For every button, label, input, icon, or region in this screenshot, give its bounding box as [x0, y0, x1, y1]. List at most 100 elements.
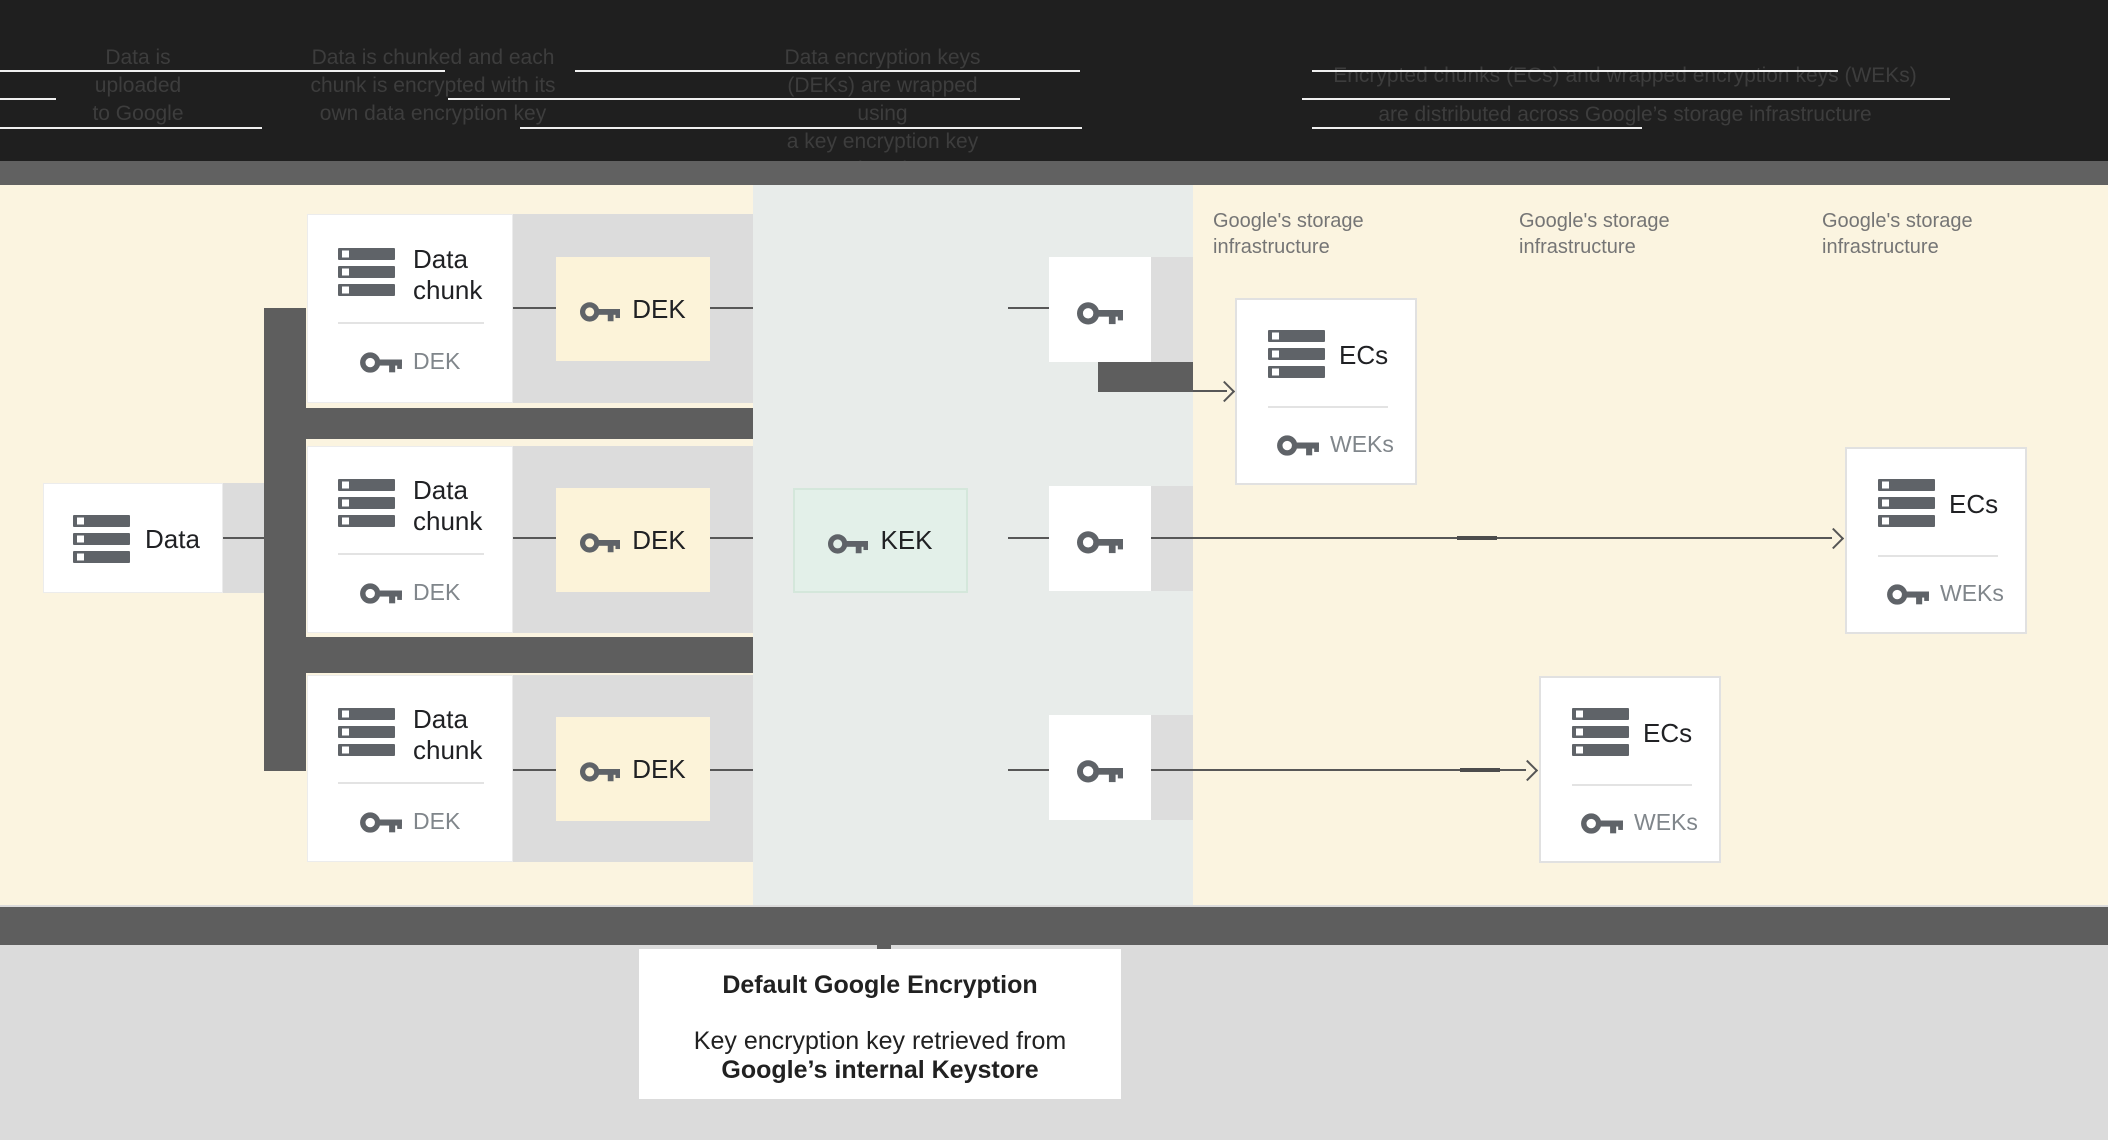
key-icon — [1077, 753, 1123, 783]
chunk-dek-label: DEK — [413, 579, 461, 605]
dek-box-label: DEK — [632, 524, 686, 555]
header-artifact-line — [0, 70, 445, 72]
ecs-weks-label: WEKs — [1330, 431, 1394, 457]
data-box: Data — [43, 483, 223, 593]
header-step-3-line: (DEKs) are wrapped using — [787, 74, 978, 125]
server-icon — [1878, 479, 1935, 527]
ecs-weks-label: WEKs — [1634, 809, 1698, 835]
data-chunk-box: Data chunk DEK — [307, 214, 513, 403]
connector-line — [513, 537, 556, 539]
header-artifact-line — [520, 127, 1082, 129]
key-wrap-strip — [1151, 715, 1193, 820]
header-step-1-line: uploaded — [94, 74, 182, 97]
key-icon — [1277, 429, 1319, 456]
ecs-box-label: ECs — [1643, 718, 1693, 748]
caption-line: Key encryption key retrieved from — [693, 1027, 1067, 1055]
data-chunk-box: Data chunk DEK — [307, 675, 513, 862]
data-chunk-label: Data chunk — [413, 244, 483, 305]
key-icon — [1581, 807, 1623, 834]
header-step-1-line: to Google — [92, 102, 184, 125]
key-wrap-offset-bar — [1098, 362, 1193, 392]
connector-line — [1008, 537, 1049, 539]
data-chunk-label: Data chunk — [413, 704, 483, 765]
inter-row-bar — [264, 408, 753, 439]
header-artifact-line — [0, 127, 262, 129]
chunk-divider — [338, 782, 484, 784]
dek-box-label: DEK — [632, 293, 686, 324]
header-step-2-line: chunk is encrypted with its — [310, 74, 556, 97]
caption-line-bold: Google’s internal Keystore — [721, 1056, 1039, 1084]
header-artifact-line — [1312, 127, 1642, 129]
ecs-box-label: ECs — [1949, 489, 1999, 519]
header-step-4-line: Encrypted chunks (ECs) and wrapped encry… — [1333, 64, 1917, 87]
header-step-3-line: Data encryption keys — [784, 46, 981, 69]
connector-line — [513, 307, 556, 309]
dek-box: DEK — [556, 257, 710, 361]
header-step-2: Data is chunked and each chunk is encryp… — [298, 44, 568, 128]
dek-box-label: DEK — [632, 753, 686, 784]
header-artifact-line — [0, 98, 56, 100]
server-icon — [338, 708, 395, 756]
chunk-divider — [338, 553, 484, 555]
header-step-1-line: Data is — [105, 46, 171, 69]
connector-line — [710, 307, 753, 309]
arrow-line — [1151, 769, 1526, 771]
key-wrap-strip — [1151, 257, 1193, 362]
chunk-divider — [338, 322, 484, 324]
connector-line — [513, 769, 556, 771]
ecs-box-label: ECs — [1339, 340, 1389, 370]
kek-box-label: KEK — [880, 525, 933, 555]
data-box-label: Data — [145, 524, 200, 554]
key-icon — [360, 806, 402, 833]
caption-pointer-notch — [877, 945, 891, 952]
header-step-1: Data is uploaded to Google — [58, 44, 218, 128]
header-step-2-line: own data encryption key — [319, 102, 547, 125]
ecs-divider — [1268, 406, 1388, 408]
header-divider-bar — [0, 161, 2108, 185]
key-icon — [1077, 524, 1123, 554]
server-icon — [338, 248, 395, 296]
key-icon — [580, 296, 620, 322]
connector-line — [1008, 307, 1049, 309]
header-artifact-line — [575, 70, 1080, 72]
header-step-2-line: Data is chunked and each — [311, 46, 555, 69]
ecs-weks-label: WEKs — [1940, 580, 2004, 606]
ecs-box: ECs WEKs — [1539, 676, 1721, 863]
inter-row-bar — [264, 637, 753, 673]
header-step-4-line: are distributed across Google’s storage … — [1378, 103, 1872, 126]
server-icon — [1572, 708, 1629, 756]
connector-line — [710, 769, 753, 771]
arrow-line — [1193, 390, 1227, 392]
connector-line — [1008, 769, 1049, 771]
dek-box: DEK — [556, 488, 710, 592]
kek-box: KEK — [793, 488, 968, 593]
dek-box: DEK — [556, 717, 710, 821]
connector-line — [710, 537, 753, 539]
chunk-dek-label: DEK — [413, 808, 461, 834]
server-icon — [338, 479, 395, 527]
header-band — [0, 0, 2108, 161]
storage-infrastructure-label: Google's storage infrastructure — [1822, 210, 1973, 258]
key-icon — [360, 577, 402, 604]
ecs-divider — [1572, 784, 1692, 786]
header-artifact-line — [448, 98, 1020, 100]
key-wrap-box — [1049, 486, 1151, 591]
header-artifact-line — [1312, 70, 1838, 72]
data-chunk-box: Data chunk DEK — [307, 446, 513, 633]
ecs-divider — [1878, 555, 1998, 557]
line-joint-tick — [1460, 768, 1500, 772]
ecs-box: ECs WEKs — [1845, 447, 2027, 634]
header-step-4: Encrypted chunks (ECs) and wrapped encry… — [1305, 56, 1945, 134]
key-icon — [580, 527, 620, 553]
data-chunk-label: Data chunk — [413, 475, 483, 536]
caption-title: Default Google Encryption — [722, 971, 1038, 999]
key-wrap-box — [1049, 715, 1151, 820]
key-wrap-box — [1049, 257, 1151, 362]
line-joint-tick — [1457, 536, 1497, 540]
key-icon — [580, 756, 620, 782]
key-icon — [360, 346, 402, 373]
key-icon — [828, 528, 868, 554]
server-icon — [73, 515, 130, 563]
connector-line — [223, 537, 264, 539]
